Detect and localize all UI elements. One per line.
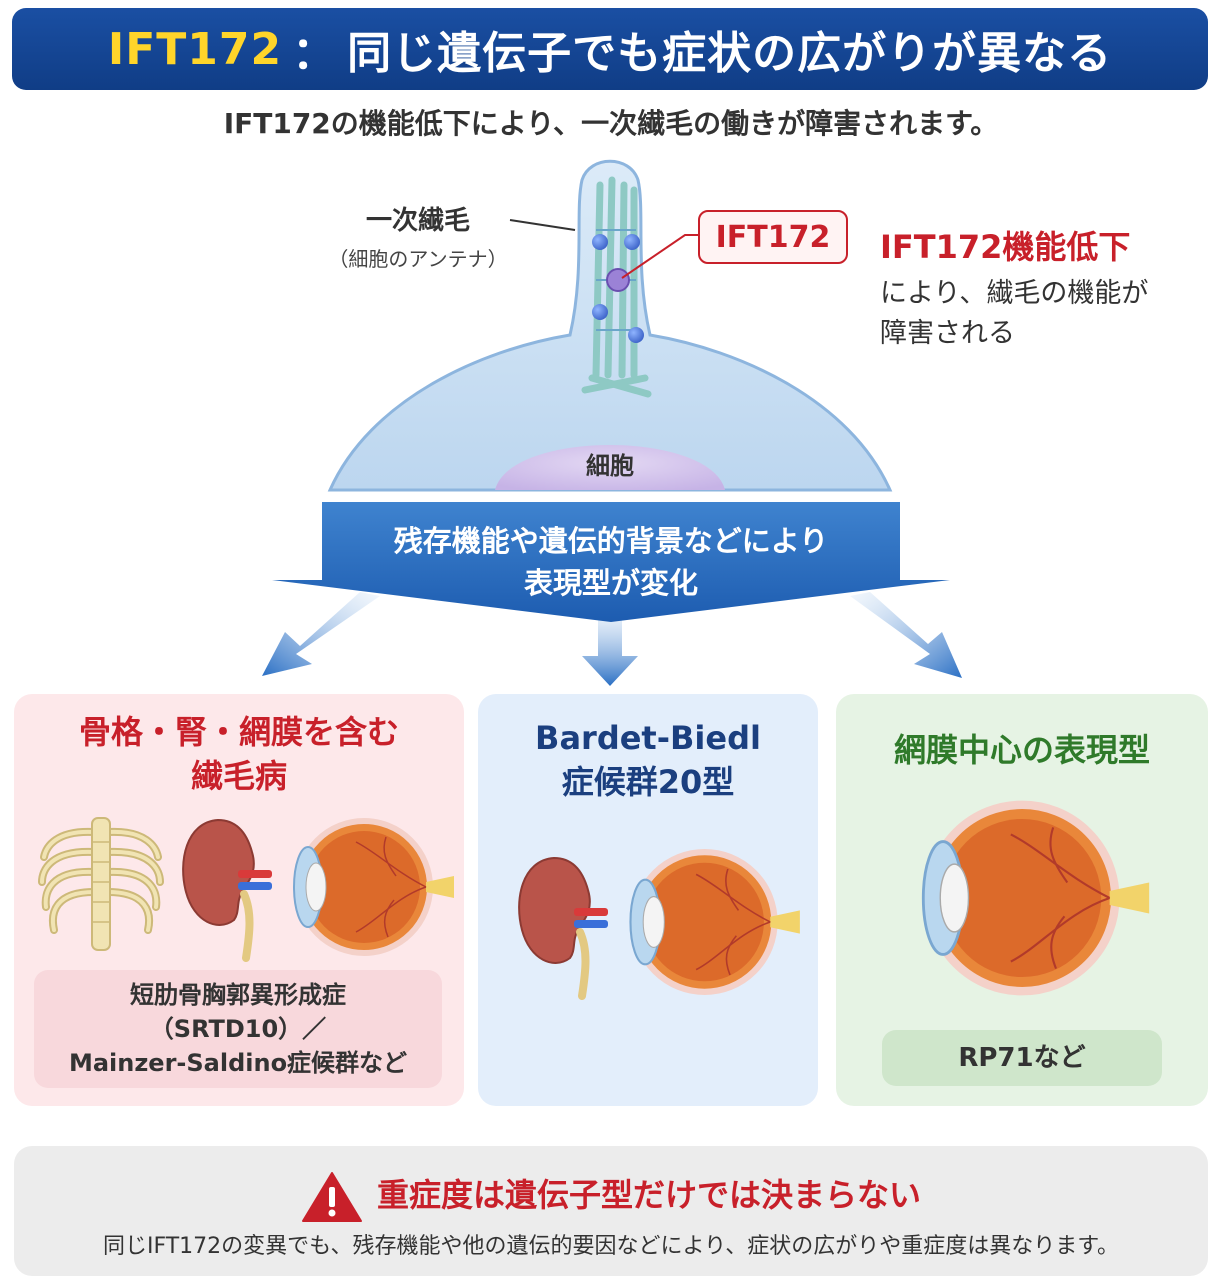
cilium-label-group: 一次繊毛 （細胞のアンテナ） xyxy=(318,200,518,272)
eye-icon xyxy=(921,800,1150,996)
header-accent: IFT172 xyxy=(107,23,283,75)
ift-particle xyxy=(592,304,608,320)
card-title: Bardet-Biedl 症候群20型 xyxy=(478,716,818,804)
eye-icon xyxy=(629,848,800,996)
arrow-right xyxy=(850,592,962,678)
cilium-sublabel: （細胞のアンテナ） xyxy=(328,247,508,271)
card-title-line2: 症候群20型 xyxy=(561,763,735,801)
card-title-line1: Bardet-Biedl xyxy=(535,719,761,757)
kidney-icon xyxy=(182,818,272,962)
card-retinal: 網膜中心の表現型 RP71など xyxy=(836,694,1208,1106)
diagnosis-line2: （SRTD10）／ xyxy=(149,1015,327,1043)
cilium-cell-illustration xyxy=(327,159,893,492)
ribcage-icon xyxy=(38,817,164,951)
diagnosis-line3: Mainzer-Saldino症候群など xyxy=(68,1049,408,1077)
cilium-leader-line xyxy=(509,219,576,231)
card-title-line1: 骨格・腎・網膜を含む xyxy=(78,713,399,751)
cell-label: 細胞 xyxy=(586,452,634,480)
arrow-center xyxy=(582,606,638,686)
header-separator: ： xyxy=(292,28,338,79)
subtitle: IFT172の機能低下により、一次繊毛の働きが障害されます。 xyxy=(223,107,999,140)
diagnosis-pill: 短肋骨胸郭異形成症 （SRTD10）／ Mainzer-Saldino症候群など xyxy=(34,970,442,1088)
warning-panel: 重症度は遺伝子型だけでは決まらない 同じIFT172の変異でも、残存機能や他の遺… xyxy=(14,1146,1208,1276)
ift-particle xyxy=(624,234,640,250)
eye-icon xyxy=(293,818,454,956)
card-bardet-biedl: Bardet-Biedl 症候群20型 xyxy=(478,694,818,1106)
page-header: IFT172 ： 同じ遺伝子でも症状の広がりが異なる xyxy=(12,8,1208,90)
ift172-callout: IFT172 xyxy=(698,210,848,264)
dysfunction-note: IFT172機能低下 により、繊毛の機能が 障害される xyxy=(880,222,1200,354)
ift172-particle xyxy=(606,268,630,292)
dysfunction-line2: 障害される xyxy=(880,318,1015,349)
basal-body xyxy=(581,374,652,398)
banner-line1: 残存機能や遺伝的背景などにより xyxy=(393,524,829,558)
kidney-icon xyxy=(518,856,608,1000)
warning-triangle-icon xyxy=(301,1172,362,1222)
page-title: 同じ遺伝子でも症状の広がりが異なる xyxy=(347,28,1113,79)
banner-text: 残存機能や遺伝的背景などにより 表現型が変化 xyxy=(322,520,900,604)
dysfunction-title: IFT172機能低下 xyxy=(880,228,1131,266)
arrow-left xyxy=(262,592,380,676)
card-title-line2: 繊毛病 xyxy=(190,757,287,795)
banner-line2: 表現型が変化 xyxy=(523,566,698,600)
diagnosis-pill: RP71など xyxy=(882,1030,1162,1086)
phenotype-banner xyxy=(262,502,962,686)
ift-particle xyxy=(592,234,608,250)
ift-particle xyxy=(628,327,644,343)
ift172-leader-line xyxy=(621,234,698,279)
diagnosis-line1: 短肋骨胸郭異形成症 xyxy=(130,981,346,1009)
card-title: 網膜中心の表現型 xyxy=(893,731,1150,769)
card-skeletal-renal-retinal: 骨格・腎・網膜を含む 繊毛病 xyxy=(14,694,464,1106)
card-title: 骨格・腎・網膜を含む 繊毛病 xyxy=(14,710,464,798)
warning-title-row: 重症度は遺伝子型だけでは決まらない xyxy=(14,1170,1208,1223)
nucleus-shape xyxy=(495,445,725,490)
warning-body: 同じIFT172の変異でも、残存機能や他の遺伝的要因などにより、症状の広がりや重… xyxy=(102,1234,1119,1259)
dysfunction-line1: により、繊毛の機能が xyxy=(880,278,1149,309)
banner-shape xyxy=(272,502,950,622)
cilium-label: 一次繊毛 xyxy=(365,206,470,236)
warning-title: 重症度は遺伝子型だけでは決まらない xyxy=(376,1176,921,1214)
